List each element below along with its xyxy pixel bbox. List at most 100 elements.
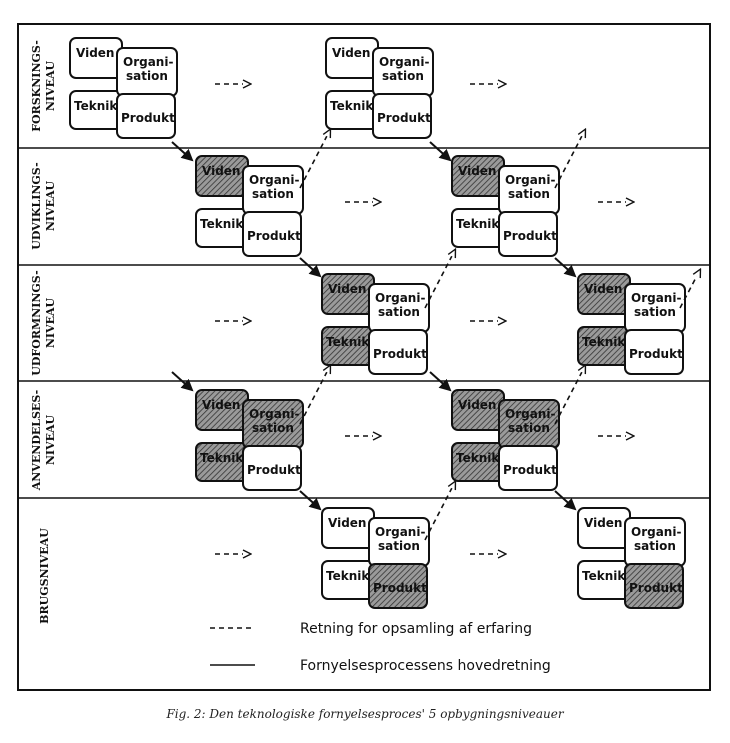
organisation-label: sation bbox=[634, 305, 676, 319]
produkt-label: Produkt bbox=[503, 229, 557, 243]
viden-label: Viden bbox=[76, 46, 114, 60]
teknik-label: Teknik bbox=[200, 451, 244, 465]
legend-dashed-label: Retning for opsamling af erfaring bbox=[300, 621, 532, 637]
main-direction-arrows bbox=[171, 141, 577, 511]
viden-label: Viden bbox=[332, 46, 370, 60]
produkt-label: Produkt bbox=[373, 581, 427, 595]
solid-arrow bbox=[554, 257, 577, 278]
organisation-label: sation bbox=[508, 421, 550, 435]
teknik-label: Teknik bbox=[326, 569, 370, 583]
produkt-label: Produkt bbox=[503, 463, 557, 477]
experience-arrows bbox=[215, 84, 700, 554]
organisation-label: sation bbox=[126, 69, 168, 83]
level-label-line: NIVEAU bbox=[44, 297, 57, 348]
teknik-label: Teknik bbox=[200, 217, 244, 231]
produkt-box bbox=[624, 563, 684, 609]
figure-caption: Fig. 2: Den teknologiske fornyelsesproce… bbox=[166, 707, 564, 721]
viden-label: Viden bbox=[584, 282, 622, 296]
dashed-arrow bbox=[554, 130, 585, 189]
solid-arrow bbox=[429, 141, 452, 162]
solid-arrow bbox=[299, 490, 322, 511]
level-label-udformning: UDFORMNINGS- NIVEAU bbox=[30, 270, 57, 375]
teknik-label: Teknik bbox=[582, 569, 626, 583]
level-label-line: BRUGSNIVEAU bbox=[38, 528, 51, 624]
level-label-line: NIVEAU bbox=[44, 60, 57, 111]
level-label-line: NIVEAU bbox=[44, 414, 57, 465]
produkt-box bbox=[368, 563, 428, 609]
level-label-udvikling: UDVIKLINGS- NIVEAU bbox=[30, 162, 57, 249]
solid-arrow bbox=[299, 257, 322, 278]
legend-solid-label: Fornyelsesprocessens hovedretning bbox=[300, 658, 551, 674]
viden-label: Viden bbox=[458, 164, 496, 178]
organisation-label: Organi- bbox=[631, 291, 681, 305]
produkt-box bbox=[498, 445, 558, 491]
produkt-label: Produkt bbox=[247, 229, 301, 243]
teknik-label: Teknik bbox=[456, 217, 500, 231]
viden-label: Viden bbox=[202, 398, 240, 412]
level-label-anvendelse: ANVENDELSES- NIVEAU bbox=[30, 390, 57, 491]
solid-arrow bbox=[429, 371, 452, 392]
produkt-box bbox=[368, 329, 428, 375]
viden-label: Viden bbox=[458, 398, 496, 412]
organisation-label: Organi- bbox=[249, 173, 299, 187]
teknik-label: Teknik bbox=[326, 335, 370, 349]
organisation-label: Organi- bbox=[379, 55, 429, 69]
organisation-label: Organi- bbox=[505, 407, 555, 421]
organisation-label: Organi- bbox=[375, 291, 425, 305]
dashed-arrow bbox=[679, 270, 700, 309]
dashed-arrow bbox=[554, 366, 585, 425]
produkt-box bbox=[242, 211, 302, 257]
viden-label: Viden bbox=[202, 164, 240, 178]
produkt-label: Produkt bbox=[247, 463, 301, 477]
teknik-label: Teknik bbox=[582, 335, 626, 349]
box-clusters: VidenTeknikOrgani-sationProduktVidenTekn… bbox=[69, 37, 686, 609]
solid-arrow bbox=[171, 371, 194, 392]
teknik-label: Teknik bbox=[456, 451, 500, 465]
produkt-box bbox=[116, 93, 176, 139]
organisation-label: sation bbox=[508, 187, 550, 201]
organisation-label: Organi- bbox=[505, 173, 555, 187]
organisation-label: sation bbox=[252, 187, 294, 201]
produkt-label: Produkt bbox=[629, 347, 683, 361]
organisation-label: Organi- bbox=[123, 55, 173, 69]
produkt-label: Produkt bbox=[629, 581, 683, 595]
level-label-brug: BRUGSNIVEAU bbox=[38, 528, 51, 624]
organisation-label: sation bbox=[382, 69, 424, 83]
teknik-label: Teknik bbox=[330, 99, 374, 113]
viden-label: Viden bbox=[328, 282, 366, 296]
solid-arrow bbox=[554, 490, 577, 511]
level-label-forskning: FORSKNINGS- NIVEAU bbox=[30, 40, 57, 132]
level-label-line: UDFORMNINGS- bbox=[30, 270, 43, 375]
produkt-label: Produkt bbox=[121, 111, 175, 125]
produkt-label: Produkt bbox=[377, 111, 431, 125]
teknik-label: Teknik bbox=[74, 99, 118, 113]
produkt-box bbox=[372, 93, 432, 139]
solid-arrow bbox=[171, 141, 194, 162]
produkt-box bbox=[242, 445, 302, 491]
viden-label: Viden bbox=[584, 516, 622, 530]
level-label-line: NIVEAU bbox=[44, 180, 57, 231]
dashed-arrow bbox=[424, 250, 455, 309]
produkt-label: Produkt bbox=[373, 347, 427, 361]
level-label-line: ANVENDELSES- bbox=[30, 390, 43, 491]
dashed-arrow bbox=[299, 366, 330, 425]
organisation-label: sation bbox=[378, 305, 420, 319]
level-label-line: FORSKNINGS- bbox=[30, 40, 43, 132]
figure-frame bbox=[17, 23, 711, 691]
dashed-arrow bbox=[299, 130, 330, 189]
organisation-label: sation bbox=[252, 421, 294, 435]
dashed-arrow bbox=[424, 482, 455, 541]
produkt-box bbox=[624, 329, 684, 375]
organisation-label: Organi- bbox=[375, 525, 425, 539]
organisation-label: Organi- bbox=[631, 525, 681, 539]
